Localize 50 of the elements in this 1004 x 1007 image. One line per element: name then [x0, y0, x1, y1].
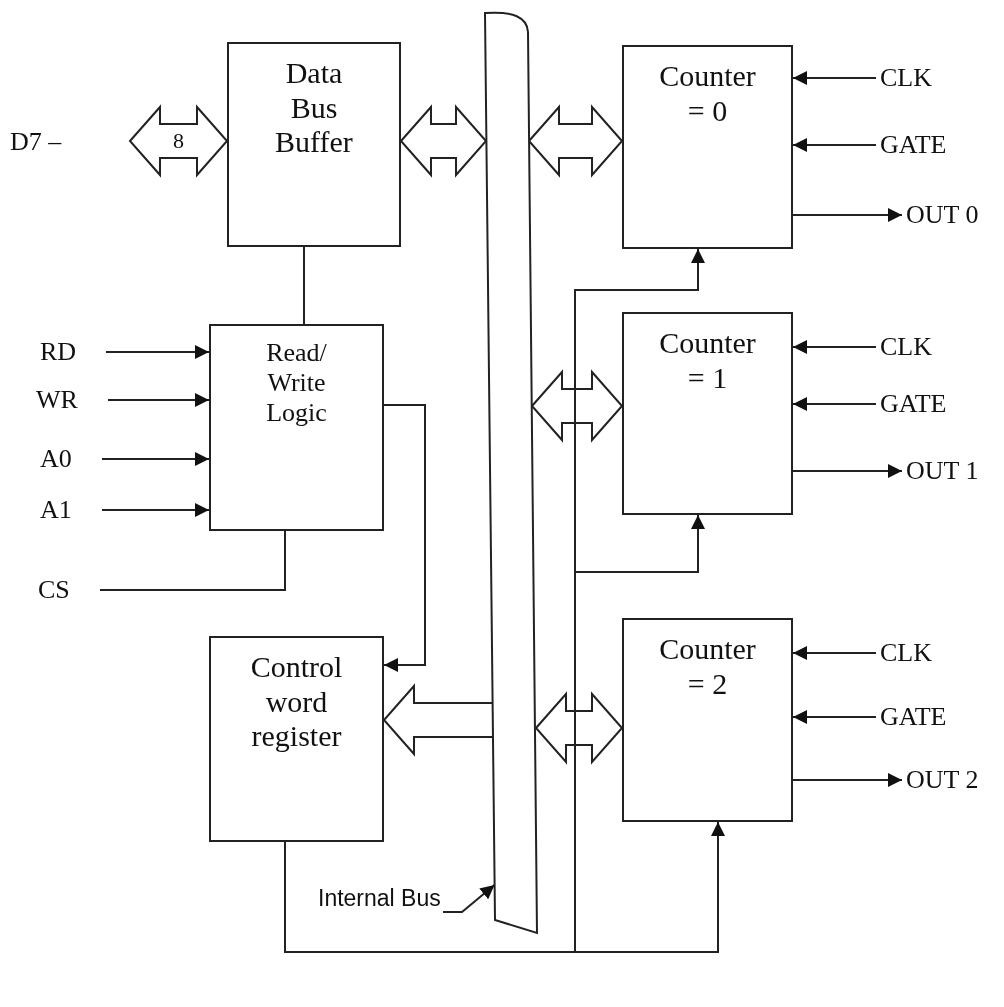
arrow — [105, 345, 210, 359]
data-bus-arrow — [399, 104, 488, 178]
block-box — [622, 618, 793, 822]
bus-label: Internal Bus — [318, 887, 441, 910]
data-bus-arrow — [382, 683, 494, 757]
block-title: Counter = 1 — [658, 326, 757, 395]
data-bus-arrow — [128, 104, 229, 178]
signal-label: GATE — [880, 391, 947, 417]
arrow — [383, 404, 426, 672]
data-bus-arrow — [534, 691, 624, 765]
block-title: Data Bus Buffer — [274, 56, 354, 160]
arrow — [101, 452, 210, 466]
arrow — [101, 503, 210, 517]
signal-label: CLK — [880, 334, 932, 360]
signal-label: OUT 1 — [906, 458, 979, 484]
arrow — [792, 397, 877, 411]
bus-label: D7 – — [10, 129, 62, 155]
arrow — [792, 340, 877, 354]
signal-label: RD — [40, 339, 77, 365]
arrow — [107, 393, 210, 407]
arrow — [792, 646, 877, 660]
block-box — [209, 324, 384, 531]
signal-label: A1 — [40, 497, 72, 523]
arrow — [792, 208, 903, 222]
block-title: Counter = 0 — [658, 59, 757, 128]
arrow — [792, 773, 903, 787]
arrow — [792, 138, 877, 152]
signal-label: GATE — [880, 704, 947, 730]
signal-label: CLK — [880, 65, 932, 91]
block-title: Counter = 2 — [658, 632, 757, 701]
block-title: Read/ Write Logic — [265, 338, 328, 428]
internal-bus-bar — [483, 10, 541, 936]
arrow — [792, 464, 903, 478]
block-box — [209, 636, 384, 842]
block-title: Control word register — [249, 650, 344, 754]
signal-label: WR — [36, 387, 78, 413]
signal-label: GATE — [880, 132, 947, 158]
data-bus-arrow — [527, 104, 624, 178]
block-box — [622, 312, 793, 515]
data-bus-arrow — [530, 369, 624, 443]
block-box — [622, 45, 793, 249]
arrow — [792, 710, 877, 724]
signal-label: OUT 0 — [906, 202, 979, 228]
arrow — [284, 821, 725, 953]
signal-label: CS — [38, 577, 70, 603]
signal-label: OUT 2 — [906, 767, 979, 793]
arrow — [792, 71, 877, 85]
block-box — [227, 42, 401, 247]
signal-label: CLK — [880, 640, 932, 666]
signal-label: A0 — [40, 446, 72, 472]
